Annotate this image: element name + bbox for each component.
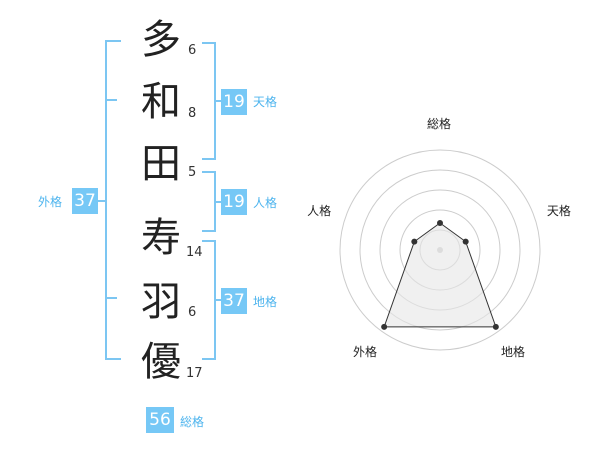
name-char-5: 羽 [141,279,181,325]
soukaku-value: 56 [146,407,174,433]
jinkaku-bracket-tick [214,201,221,203]
chikaku-label: 地格 [253,295,278,309]
chikaku-value: 37 [221,288,247,314]
name-char-3: 田 [141,141,181,187]
name-char-4: 寿 [141,215,181,261]
stroke-count-1: 6 [188,43,197,58]
radar-point [492,323,499,330]
soukaku-label: 総格 [180,415,205,429]
name-char-6: 優 [141,339,181,385]
chikaku-bracket-tick [214,299,221,301]
radar-grid-ring [339,149,541,351]
jinkaku-value: 19 [221,189,247,215]
radar-point [462,238,469,245]
radar-axis-label: 総格 [427,117,452,131]
gaikaku-bracket-tick [98,200,105,202]
radar-axis-label: 地格 [501,344,526,359]
bracket-mark-1 [105,99,117,101]
radar-axis-label: 人格 [307,204,332,219]
tenkaku-bracket-tick [214,100,221,102]
stroke-count-6: 17 [186,366,203,381]
gaikaku-bracket [105,40,121,360]
radar-point [411,238,418,245]
name-char-1: 多 [141,17,181,63]
tenkaku-value: 19 [221,89,247,115]
radar-grid-ring [359,169,521,331]
radar-point [437,220,443,226]
bracket-mark-2 [105,297,117,299]
stroke-count-5: 6 [188,305,197,320]
radar-point [381,323,388,330]
jinkaku-label: 人格 [253,196,278,210]
name-char-2: 和 [141,79,181,125]
radar-series-polygon [383,222,497,328]
stroke-count-3: 5 [188,165,197,180]
stroke-count-4: 14 [186,245,203,260]
radar-axis-label: 天格 [546,204,571,219]
gaikaku-label: 外格 [38,195,63,209]
gaikaku-value: 37 [72,188,98,214]
stroke-count-2: 8 [188,106,197,121]
tenkaku-label: 天格 [253,95,278,109]
radar-axis-label: 外格 [352,344,377,359]
fortune-radar-chart [339,149,541,351]
